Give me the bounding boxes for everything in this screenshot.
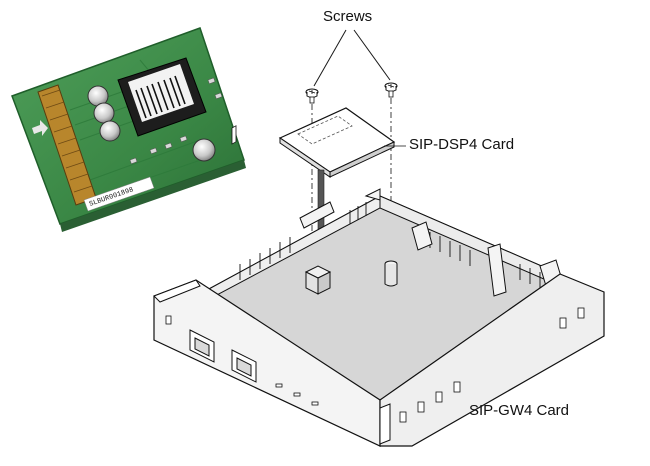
sip-gw4-card-drawing — [153, 125, 605, 447]
sip-gw4-card-label: SIP-GW4 Card — [469, 402, 570, 419]
screws — [305, 29, 398, 104]
screw-left — [305, 88, 319, 104]
standoff-left — [304, 265, 332, 295]
rj45-port-2 — [231, 349, 257, 383]
sip-dsp4-card-photo: SLBUR001898 — [11, 27, 246, 232]
screw-right — [384, 82, 398, 98]
standoff-right — [384, 260, 398, 287]
rj45-port-1 — [189, 329, 215, 363]
sip-dsp4-card-label: SIP-DSP4 Card — [409, 136, 515, 153]
screws-label: Screws — [323, 8, 373, 25]
